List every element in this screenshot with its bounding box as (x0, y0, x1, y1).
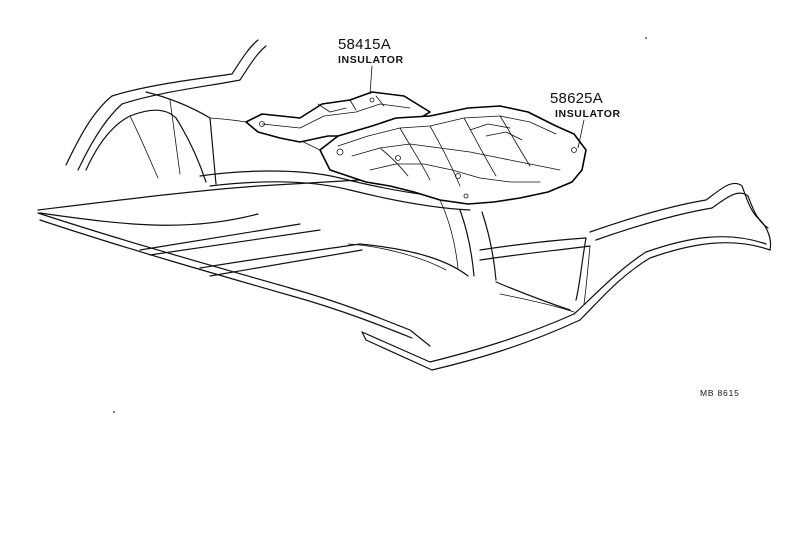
leader-58415a (369, 65, 373, 95)
insulator-58625a (319, 105, 587, 205)
scan-dot (645, 37, 647, 39)
scan-dot (113, 411, 115, 413)
diagram-code: MB 8615 (700, 388, 740, 398)
part-name-58415a: INSULATOR (338, 54, 404, 66)
leader-58625a (577, 119, 585, 149)
part-number-58625a: 58625A (550, 90, 603, 107)
floor-pan (37, 39, 772, 371)
part-number-58415a: 58415A (338, 36, 391, 53)
part-name-58625a: INSULATOR (555, 108, 621, 120)
